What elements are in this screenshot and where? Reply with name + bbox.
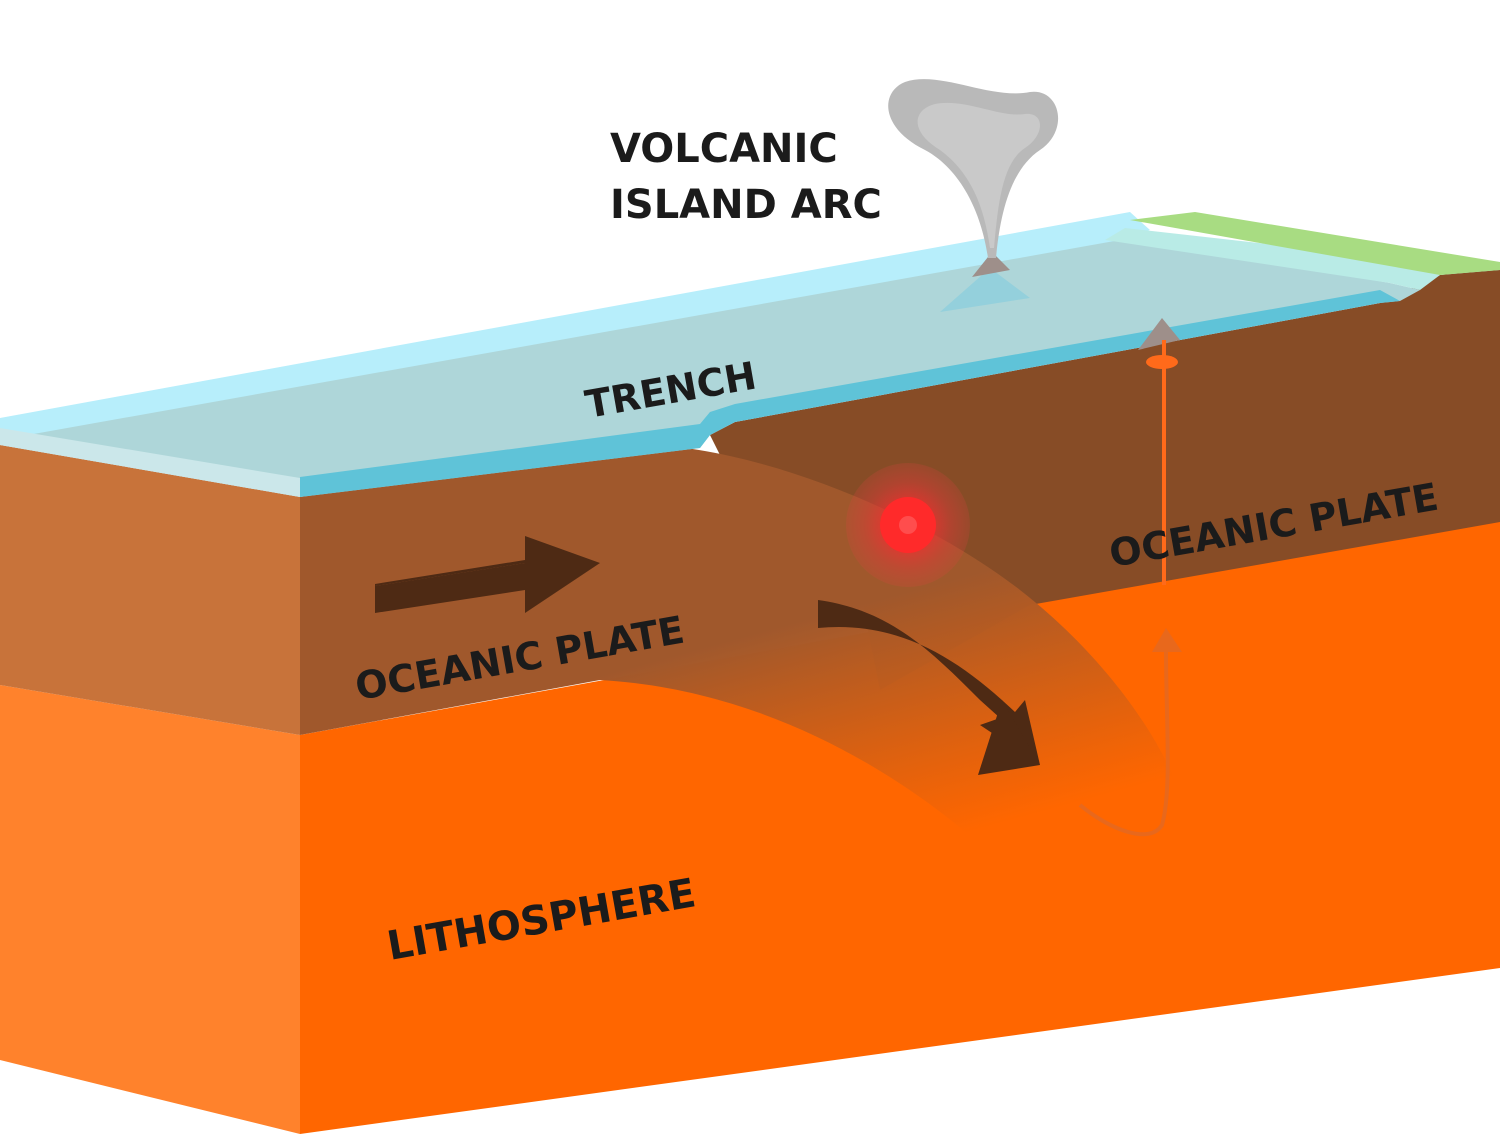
subduction-arrow — [818, 600, 1040, 765]
rising-magma-arrowhead — [1152, 628, 1182, 652]
land-strip — [1130, 212, 1500, 275]
magma-chamber — [1146, 355, 1178, 369]
ocean-side-face — [0, 428, 300, 497]
shallow-shelf — [1105, 228, 1500, 290]
volcano-underwater-base — [940, 268, 1030, 312]
plate-motion-arrow-shaft — [375, 563, 525, 613]
subduction-arrowhead — [978, 700, 1040, 775]
rising-magma-path — [1078, 649, 1170, 837]
earthquake-focus-core — [899, 516, 917, 534]
lithosphere-front — [300, 520, 1500, 1134]
label-volcanic-line1: VOLCANIC — [610, 126, 838, 172]
oceanic-plate-left-side — [0, 445, 300, 735]
ocean-water — [0, 234, 1420, 497]
lithosphere-left-side — [0, 685, 300, 1134]
ocean-water-edge — [300, 290, 1400, 497]
volcano-cone — [972, 252, 1010, 277]
ocean-surface-highlight — [0, 212, 1150, 440]
subducting-slab — [300, 442, 1185, 882]
ash-cloud-inner — [917, 102, 1040, 248]
label-volcanic-line2: ISLAND ARC — [610, 182, 882, 228]
plate-motion-arrow — [375, 536, 600, 613]
arc-volcano-cone — [1138, 318, 1180, 350]
